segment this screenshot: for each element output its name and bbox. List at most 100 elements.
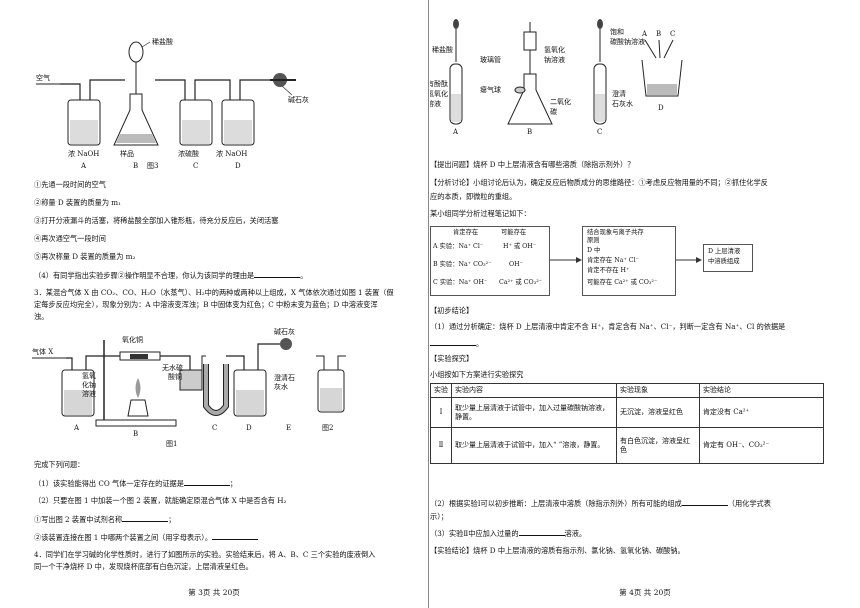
preliminary-q1: （1）通过分析确定：烧杯 D 上层清液中肯定不含 H⁺，肯定含有 Na⁺、Cl⁻… [430,322,786,331]
question-4-text: （4）有同学指出实验步骤②操作明显不合理，你认为该同学的理由是 [34,271,255,280]
svg-text:B: B [133,430,138,438]
question-4-line-2: 同一个干净烧杯 D 中，发现烧杯底部有白色沉淀，上层清液呈红色。 [34,562,253,571]
svg-text:碳酸钠溶液: 碳酸钠溶液 [610,37,645,46]
answer-blank[interactable] [183,478,230,486]
analysis-box-2: 结合现象与离子共存 原则 D 中 肯定存在 Na⁺ Cl⁻ 肯定不存在 H⁺ 可… [582,226,676,296]
question-3-text: （3）实验Ⅱ中应加入过量的 [430,529,519,538]
svg-text:滴有酚酞: 滴有酚酞 [430,79,448,88]
letter-d: D [235,162,241,170]
analysis-line-1: 【分析讨论】小组讨论后认为，确定反应后物质成分的思维路径：①考虑反应物用量的不同… [430,178,768,187]
sub-question-1: （1）该实验能得出 CO 气体一定存在的证据是； [34,478,238,488]
header-cell: 实验结论 [699,383,824,398]
sub-question-2a: ①写出图 2 装置中试剂名称； [34,514,176,524]
sub-question-1-text: （1）该实验能得出 CO 气体一定存在的证据是 [34,479,184,488]
answer-blank[interactable] [212,532,259,540]
svg-text:D: D [246,424,252,432]
sample-label: 样品 [120,149,134,158]
svg-text:钠溶液: 钠溶液 [430,99,441,108]
svg-text:二氧化: 二氧化 [550,97,571,106]
sub-question-2: （2）只要在图 1 中加装一个图 2 装置，就能确定原混合气体 X 中是否含有 … [34,496,287,505]
question-3-suffix: 溶液。 [564,529,587,538]
complete-prompt: 完成下列问题： [34,460,85,469]
table-cell: Ⅰ [430,397,452,428]
svg-text:图2: 图2 [322,424,333,432]
svg-text:无水硫: 无水硫 [162,363,183,372]
question-3: （3）实验Ⅱ中应加入过量的 溶液。 [430,528,586,539]
svg-text:饱和: 饱和 [610,27,624,36]
experiment-figure: 稀盐酸 滴有酚酞 的氢氧化 钠溶液 A 玻璃管 瘪气球 氢氧化 钠溶液 二氧化 … [430,19,683,136]
answer-blank[interactable] [122,514,169,522]
table-cell: 无沉淀，溶液呈红色 [616,397,700,428]
svg-text:澄清石: 澄清石 [274,373,295,382]
step-5: ⑤再次称量 D 装置的质量为 m₂ [34,252,136,261]
exploration-heading: 【实验探究】 [430,354,474,363]
table-cell: Ⅱ [430,427,452,464]
page-divider [428,0,429,608]
step-2: ②称量 D 装置的质量为 m₁ [34,198,122,207]
svg-text:C: C [212,424,217,432]
svg-text:瘪气球: 瘪气球 [480,85,501,94]
svg-text:C: C [670,30,675,38]
bottle-c-label: 浓硫酸 [178,149,199,158]
answer-blank[interactable] [254,270,301,278]
question-2: （2）根据实验Ⅰ可以初步推断：上层清液中溶质（除指示剂外）所有可能的组成（用化学… [430,498,771,509]
svg-text:B: B [527,128,532,136]
question-2-end: 示）； [430,512,448,521]
exploration-intro: 小组按如下方案进行实验探究 [430,370,524,379]
svg-text:A: A [73,424,80,432]
table-cell: 有白色沉淀，溶液呈红色 [616,427,700,464]
svg-text:澄清: 澄清 [612,89,626,98]
svg-text:碳: 碳 [550,107,557,116]
svg-text:E: E [286,424,291,432]
figure-3-apparatus: 空气 稀盐酸 碱石灰 浓 NaOH 样品 浓硫酸 浓 NaOH [36,37,309,170]
svg-text:氢氧: 氢氧 [82,371,96,380]
table-row: Ⅰ 取少量上层清液于试管中，加入过量碳酸钠溶液，静置。 无沉淀，溶液呈红色 肯定… [430,397,824,428]
gas-x-label: 气体 X [32,347,53,356]
svg-text:灰水: 灰水 [274,382,288,391]
sub-question-2a-text: ①写出图 2 装置中试剂名称 [34,515,123,524]
table-cell: 取少量上层清液于试管中，加入“ ”溶液，静置。 [451,427,617,464]
question-4-line-1: 4．同学们在学习碱的化学性质时，进行了如图所示的实验。实验结束后，将 A、B、C… [34,550,376,559]
answer-blank[interactable] [430,338,476,346]
svg-text:玻璃管: 玻璃管 [480,55,501,64]
figure-3-caption: 图3 [147,162,158,170]
sub-question-2b-text: ②该装置连接在图 1 中哪两个装置之间（用字母表示）。 [34,533,213,542]
notes-intro: 某小组同学分析过程笔记如下： [430,209,531,218]
figure-1-apparatus: 气体 X 氢氧 化钠 溶液 氧化铜 无水硫 酸铜 澄清石 灰水 [32,327,346,448]
question-2-suffix: （用化学式表 [727,499,771,508]
experiment-table: 实验 实验内容 实验现象 实验结论 Ⅰ 取少量上层清液于试管中，加入过量碳酸钠溶… [430,383,824,464]
page-4: 稀盐酸 滴有酚酞 的氢氧化 钠溶液 A 玻璃管 瘪气球 氢氧化 钠溶液 二氧化 … [430,0,860,608]
table-cell: 取少量上层清液于试管中，加入过量碳酸钠溶液，静置。 [451,397,617,428]
svg-text:氧化铜: 氧化铜 [122,335,143,344]
question-3-line-1: 3．某混合气体 X 由 CO₂、CO、H₂O（水蒸气）、H₂中的两种或两种以上组… [34,288,394,297]
question-3-line-3: 浊。 [34,312,49,321]
svg-text:稀盐酸: 稀盐酸 [432,45,453,54]
preliminary-blank: 。 [430,338,483,349]
svg-text:C: C [597,128,602,136]
svg-text:酸铜: 酸铜 [168,372,182,381]
table-row: Ⅱ 取少量上层清液于试管中，加入“ ”溶液，静置。 有白色沉淀，溶液呈红色 肯定… [430,427,824,464]
letter-b: B [133,162,138,170]
svg-text:钠溶液: 钠溶液 [544,55,565,64]
air-label: 空气 [36,73,50,82]
svg-text:氢氧化: 氢氧化 [544,45,565,54]
analysis-line-2: 应的本质，即微粒的重组。 [430,192,517,201]
flow-arrows [550,257,702,263]
svg-text:碱石灰: 碱石灰 [274,327,295,336]
bottle-d-label: 浓 NaOH [216,149,247,158]
bottle-a-label: 浓 NaOH [68,149,99,158]
table-cell: 肯定有 OH⁻、CO₃²⁻ [699,427,824,464]
preliminary-heading: 【初步结论】 [430,306,474,315]
answer-blank[interactable] [518,528,565,536]
header-cell: 实验现象 [616,383,700,398]
answer-blank[interactable] [681,498,728,506]
svg-text:化钠: 化钠 [82,380,96,389]
analysis-box-3: D 上层清液 中溶质组成 [703,244,753,272]
page-number: 第 3页 共 20页 [188,588,240,597]
svg-text:溶液: 溶液 [82,389,96,398]
analysis-box-1: 肯定存在 可能存在 A 实验：Na⁺ Cl⁻ H⁺ 或 OH⁻ B 实验：Na⁺… [430,226,550,296]
svg-text:的氢氧化: 的氢氧化 [430,89,448,98]
question-4-reason: （4）有同学指出实验步骤②操作明显不合理，你认为该同学的理由是。 [34,270,308,280]
svg-text:D: D [658,104,664,112]
step-3: ③打开分液漏斗的活塞，将稀盐酸全部加入锥形瓶，待充分反应后，关闭活塞 [34,216,279,225]
